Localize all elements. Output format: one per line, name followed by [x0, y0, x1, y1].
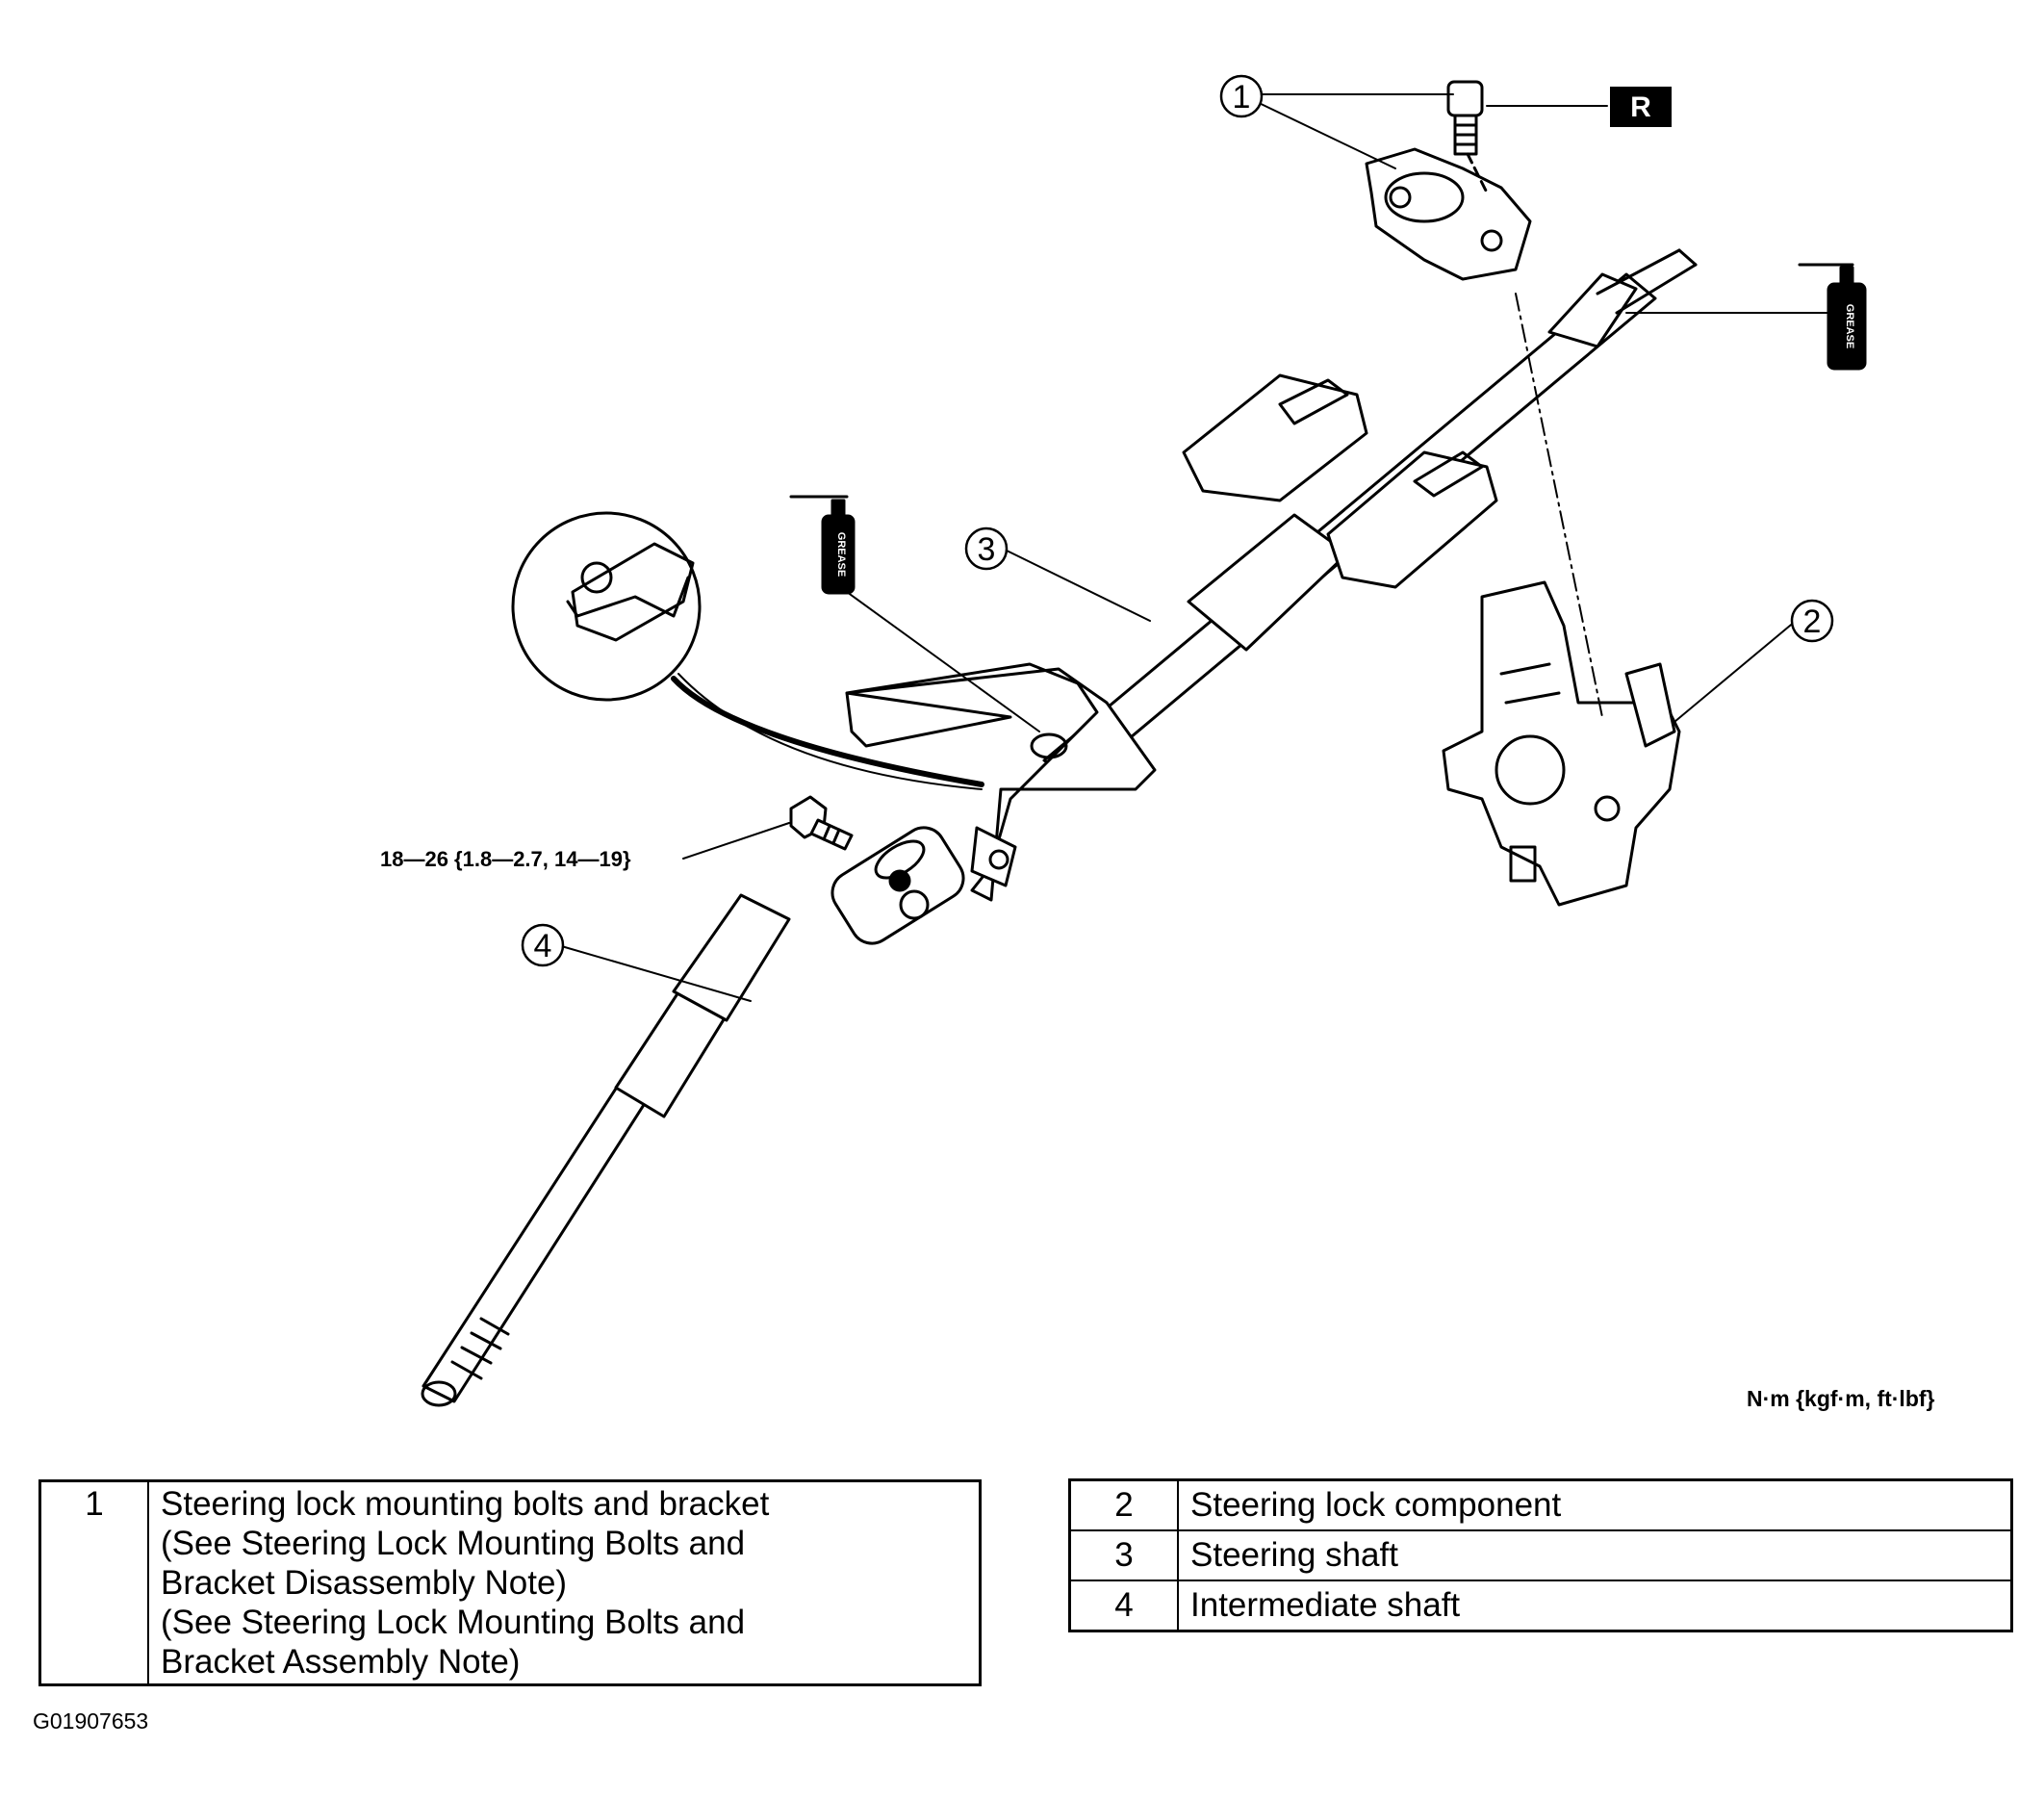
grease-label-left: GREASE: [835, 532, 847, 577]
legend-line: (See Steering Lock Mounting Bolts and: [161, 1604, 746, 1641]
steering-lock-bracket: [1365, 80, 1532, 281]
callout-1: 1: [1219, 74, 1264, 118]
exploded-view-diagram: 1 2 3 4 R GREASE GREASE 18—26 {1.8—2.7, …: [380, 74, 1867, 1407]
legend-row: 4 Intermediate shaft: [1068, 1580, 2013, 1632]
steering-shaft: [845, 248, 1698, 902]
grease-label-right: GREASE: [1844, 304, 1855, 348]
replace-badge: R: [1610, 87, 1672, 127]
legend-description: Steering lock mounting bolts and bracket…: [147, 1479, 982, 1686]
steering-lock-component: [1442, 580, 1681, 907]
legend-row: 1 Steering lock mounting bolts and brack…: [38, 1479, 982, 1686]
detail-magnifier: [511, 511, 984, 790]
legend-description: Steering lock component: [1177, 1478, 2013, 1531]
legend-row: 2 Steering lock component: [1068, 1478, 2013, 1531]
torque-spec: 18—26 {1.8—2.7, 14—19}: [380, 847, 631, 871]
legend-line: Bracket Assembly Note): [161, 1643, 521, 1681]
legend-row: 3 Steering shaft: [1068, 1529, 2013, 1581]
legend-description: Intermediate shaft: [1177, 1580, 2013, 1632]
legend-table-right: 2 Steering lock component 3 Steering sha…: [1068, 1478, 2013, 1632]
intermediate-shaft: [421, 826, 965, 1407]
callout-2: 2: [1790, 599, 1834, 643]
legend-description: Steering shaft: [1177, 1529, 2013, 1581]
callout-1-label: 1: [1233, 79, 1251, 116]
figure-id: G01907653: [33, 1708, 149, 1734]
callout-3: 3: [964, 527, 1009, 571]
legend-number: 3: [1068, 1529, 1179, 1581]
legend-table-left: 1 Steering lock mounting bolts and brack…: [38, 1479, 982, 1686]
grease-tube-right: [1798, 263, 1867, 371]
grease-tube-left: [789, 495, 856, 595]
legend-number: 4: [1068, 1580, 1179, 1632]
units-note: N·m {kgf·m, ft·lbf}: [1747, 1386, 1935, 1411]
legend-line: (See Steering Lock Mounting Bolts and: [161, 1525, 746, 1562]
replace-badge-label: R: [1630, 91, 1651, 123]
legend-line: Steering lock mounting bolts and bracket: [161, 1485, 770, 1523]
legend-line: Bracket Disassembly Note): [161, 1564, 568, 1602]
callout-2-label: 2: [1803, 604, 1822, 640]
mounting-bolt: [789, 795, 854, 851]
callout-3-label: 3: [978, 531, 996, 568]
leader-lines: [557, 93, 1829, 1002]
legend-number: 2: [1068, 1478, 1179, 1531]
callout-4-label: 4: [534, 928, 552, 964]
callout-4: 4: [521, 923, 565, 967]
legend-number: 1: [38, 1479, 149, 1686]
